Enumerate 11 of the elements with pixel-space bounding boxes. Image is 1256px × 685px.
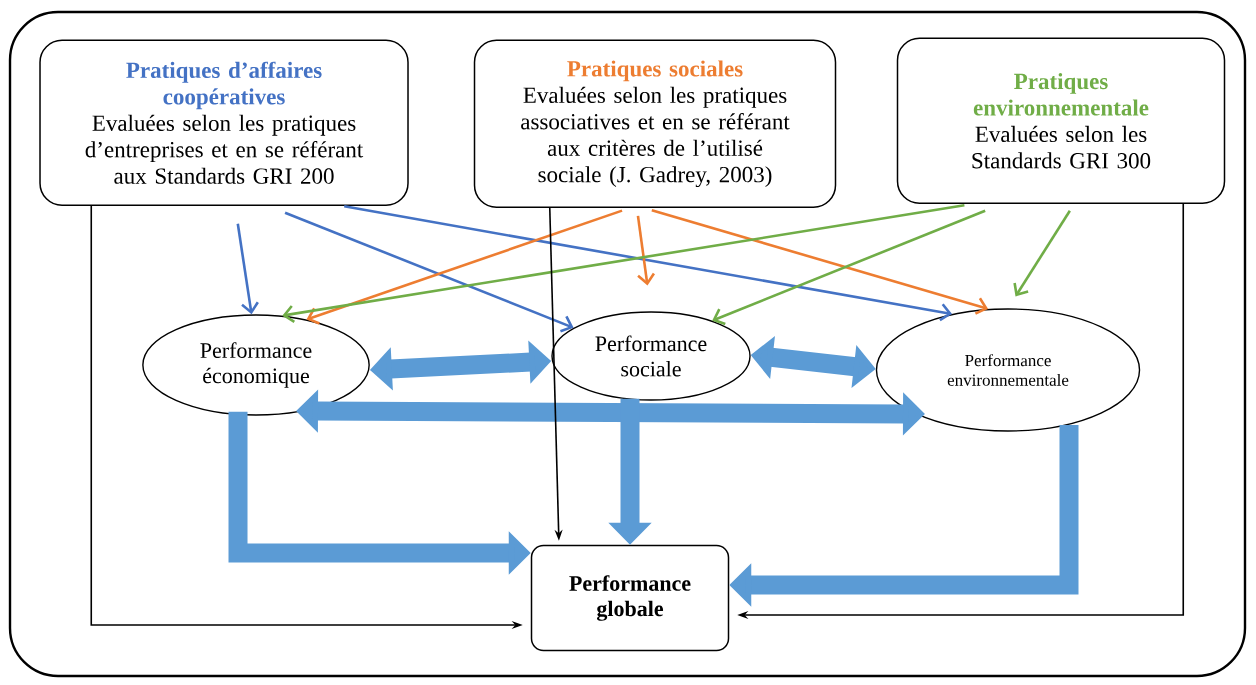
arrow	[636, 215, 655, 286]
arrow	[651, 209, 989, 315]
practice-box: Pratiques environnementale Evaluées selon les Standards GRI 300	[896, 37, 1226, 204]
arrow	[712, 209, 986, 326]
arrow	[1013, 210, 1071, 297]
practice-box: Pratiques sociales Evaluées selon les pratiques associatives et en se référant aux critères de l’utilisé sociale (J. Gadrey, 2003)	[473, 39, 837, 208]
result-box: Performance globale	[530, 544, 730, 652]
practice-box: Pratiques d’affaires coopératives Evaluées selon les pratiques d’entreprises et en se référant aux Standards GRI 200	[39, 39, 409, 206]
arrow	[306, 209, 623, 325]
arrow	[236, 223, 259, 315]
arrow	[284, 211, 574, 333]
